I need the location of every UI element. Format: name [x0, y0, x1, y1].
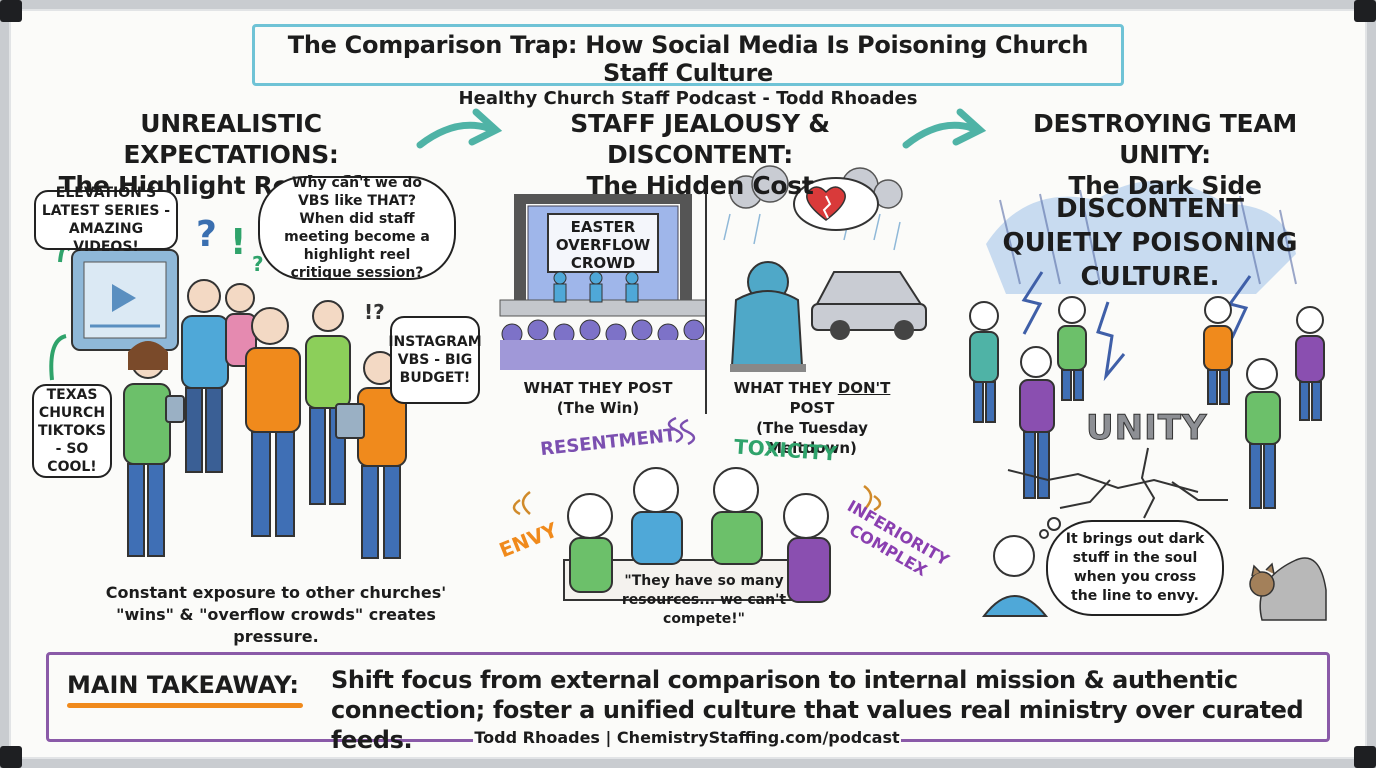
- caption-line: (The Win): [556, 399, 640, 417]
- flow-arrow-icon: [902, 108, 987, 149]
- thought-cloud-vbs: Why can't we do VBS like THAT? When did …: [258, 175, 456, 281]
- staff-group-illustration: [123, 279, 407, 559]
- exclamation-question-icon: !?: [364, 300, 385, 324]
- frame-corner: [1354, 0, 1376, 22]
- heading-line: UNREALISTIC EXPECTATIONS:: [123, 109, 339, 169]
- frame-corner: [0, 0, 22, 22]
- unity-word: UNITY: [1086, 408, 1208, 449]
- broken-heart-icon: [806, 186, 846, 221]
- middle-column-heading: STAFF JEALOUSY & DISCONTENT: The Hidden …: [500, 108, 900, 201]
- takeaway-panel: MAIN TAKEAWAY: Shift focus from external…: [46, 652, 1330, 754]
- lightning-icon: [1021, 271, 1252, 382]
- speech-bubble-elevation: ELEVATION'S LATEST SERIES - AMAZING VIDE…: [34, 185, 178, 255]
- frame-corner: [1354, 746, 1376, 768]
- takeaway-text: Shift focus from external comparison to …: [331, 666, 1304, 754]
- question-mark-icon: ?: [252, 252, 264, 276]
- meltdown-illustration: [723, 165, 927, 372]
- storm-cloud-illustration: [986, 180, 1297, 294]
- speech-bubble-instagram: INSTAGRAM VBS - BIG BUDGET!: [388, 316, 482, 404]
- exclamation-icon: !: [230, 222, 247, 263]
- storm-text: DISCONTENT QUIETLY POISONING CULTURE.: [1002, 194, 1298, 292]
- flow-arrow-icon: [416, 108, 503, 149]
- footer-credit: Todd Rhoades | ChemistryStaffing.com/pod…: [473, 726, 901, 750]
- caption-line: (The Tuesday Meltdown): [756, 419, 868, 457]
- stage-illustration: [499, 194, 707, 370]
- takeaway-label: MAIN TAKEAWAY:: [67, 671, 299, 699]
- takeaway-underline: [67, 703, 303, 708]
- dontpost-caption: WHAT THEY DON'T POST (The Tuesday Meltdo…: [712, 378, 912, 458]
- caption-part: POST: [789, 399, 835, 417]
- thinking-person-illustration: [981, 517, 1061, 617]
- question-mark-icon: ?: [196, 214, 217, 255]
- car-icon: [811, 271, 927, 340]
- heading-line: DESTROYING TEAM UNITY:: [1033, 109, 1297, 169]
- heading-line: The Hidden Cost: [586, 171, 814, 200]
- caption-line: WHAT THEY DON'T POST: [712, 378, 912, 418]
- post-caption: WHAT THEY POST (The Win): [510, 378, 686, 418]
- caption-emphasis: DON'T: [837, 379, 891, 397]
- left-caption: Constant exposure to other churches' "wi…: [105, 583, 447, 646]
- cat-icon: [1249, 557, 1327, 621]
- divided-team-illustration: [969, 296, 1325, 509]
- heading-line: The Dark Side: [1068, 171, 1262, 200]
- caption-part: WHAT THEY: [733, 379, 838, 397]
- page-title: The Comparison Trap: How Social Media Is…: [287, 31, 1089, 87]
- right-column-heading: DESTROYING TEAM UNITY: The Dark Side: [990, 108, 1340, 201]
- swirl-icon: [512, 484, 882, 516]
- caption-line: WHAT THEY POST: [523, 379, 673, 397]
- curve-arrow-icon: [49, 334, 67, 381]
- ground-crack-icon: [1007, 447, 1228, 519]
- frame-corner: [0, 746, 22, 768]
- envy-meeting-illustration: [563, 467, 831, 603]
- heading-line: STAFF JEALOUSY & DISCONTENT:: [570, 109, 830, 169]
- page-subtitle: Healthy Church Staff Podcast - Todd Rhoa…: [458, 88, 918, 109]
- speech-bubble-texas: TEXAS CHURCH TIKTOKS - SO COOL!: [32, 384, 112, 478]
- title-panel: The Comparison Trap: How Social Media Is…: [252, 24, 1124, 109]
- meeting-quote: "They have so many resources... we can't…: [621, 573, 787, 627]
- swirl-icon: [667, 416, 696, 446]
- thought-cloud-envy: It brings out dark stuff in the soul whe…: [1046, 520, 1224, 616]
- stage-banner: EASTER OVERFLOW CROWD: [555, 218, 651, 272]
- tablet-video-icon: [71, 249, 179, 351]
